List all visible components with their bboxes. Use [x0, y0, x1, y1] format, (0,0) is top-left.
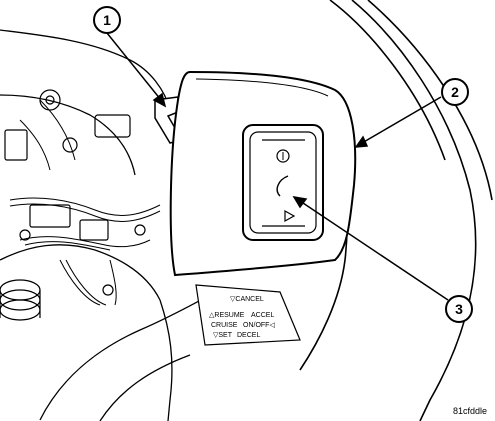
label-set: ▽SET [213, 332, 233, 339]
label-resume: △RESUME [209, 312, 245, 319]
callout-1-number: 1 [103, 12, 111, 28]
coil-part [0, 279, 41, 321]
label-accel: ACCEL [251, 312, 274, 319]
label-decel: DECEL [237, 332, 260, 339]
callout-2-number: 2 [451, 84, 459, 100]
label-cruise: CRUISE [211, 322, 238, 329]
cruise-control-label: ▽CANCEL △RESUME ACCEL CRUISE ON/OFF◁ ▽SE… [195, 284, 301, 346]
callout-2: 2 [441, 78, 469, 106]
leader-lines [106, 32, 449, 301]
hub-components [4, 89, 146, 296]
wiring-harness [9, 99, 161, 306]
switch-button-module [242, 124, 324, 241]
callout-1: 1 [93, 6, 121, 34]
play-icon [284, 209, 296, 223]
callout-3: 3 [445, 295, 473, 323]
callout-3-number: 3 [455, 301, 463, 317]
figure-code: 81cfddle [453, 406, 487, 416]
wheel-hub [0, 29, 221, 421]
label-onoff: ON/OFF◁ [243, 322, 275, 329]
voice-command-icon [276, 175, 289, 197]
label-cancel: ▽CANCEL [230, 296, 264, 303]
phone-icon [276, 149, 290, 163]
